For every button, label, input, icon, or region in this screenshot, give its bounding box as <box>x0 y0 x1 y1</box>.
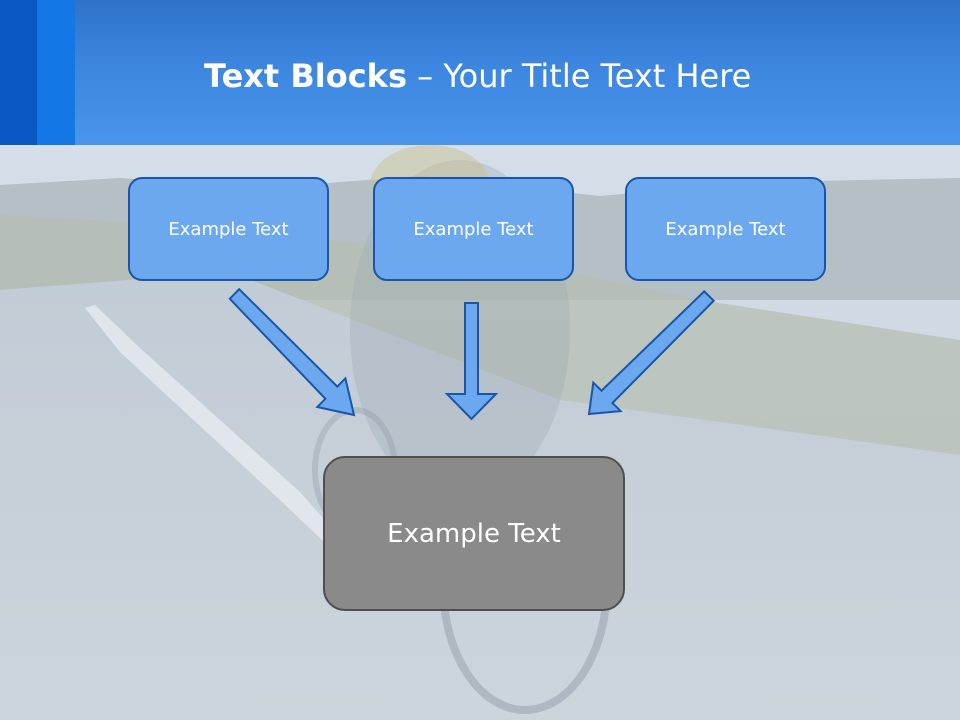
target-block: Example Text <box>323 456 625 611</box>
text-block-3: Example Text <box>625 177 826 281</box>
accent-stripe <box>37 0 75 145</box>
text-block-1-label: Example Text <box>168 218 289 240</box>
title-bar <box>0 0 960 145</box>
slide-title: Text Blocks – Your Title Text Here <box>204 54 751 98</box>
text-block-2: Example Text <box>373 177 574 281</box>
text-block-2-label: Example Text <box>413 218 534 240</box>
title-bold: Text Blocks <box>204 57 407 95</box>
title-dash: – <box>417 57 434 95</box>
target-block-label: Example Text <box>387 518 561 549</box>
title-rest: Your Title Text Here <box>443 57 752 95</box>
text-block-3-label: Example Text <box>665 218 786 240</box>
text-block-1: Example Text <box>128 177 329 281</box>
accent-stripe <box>0 0 37 145</box>
